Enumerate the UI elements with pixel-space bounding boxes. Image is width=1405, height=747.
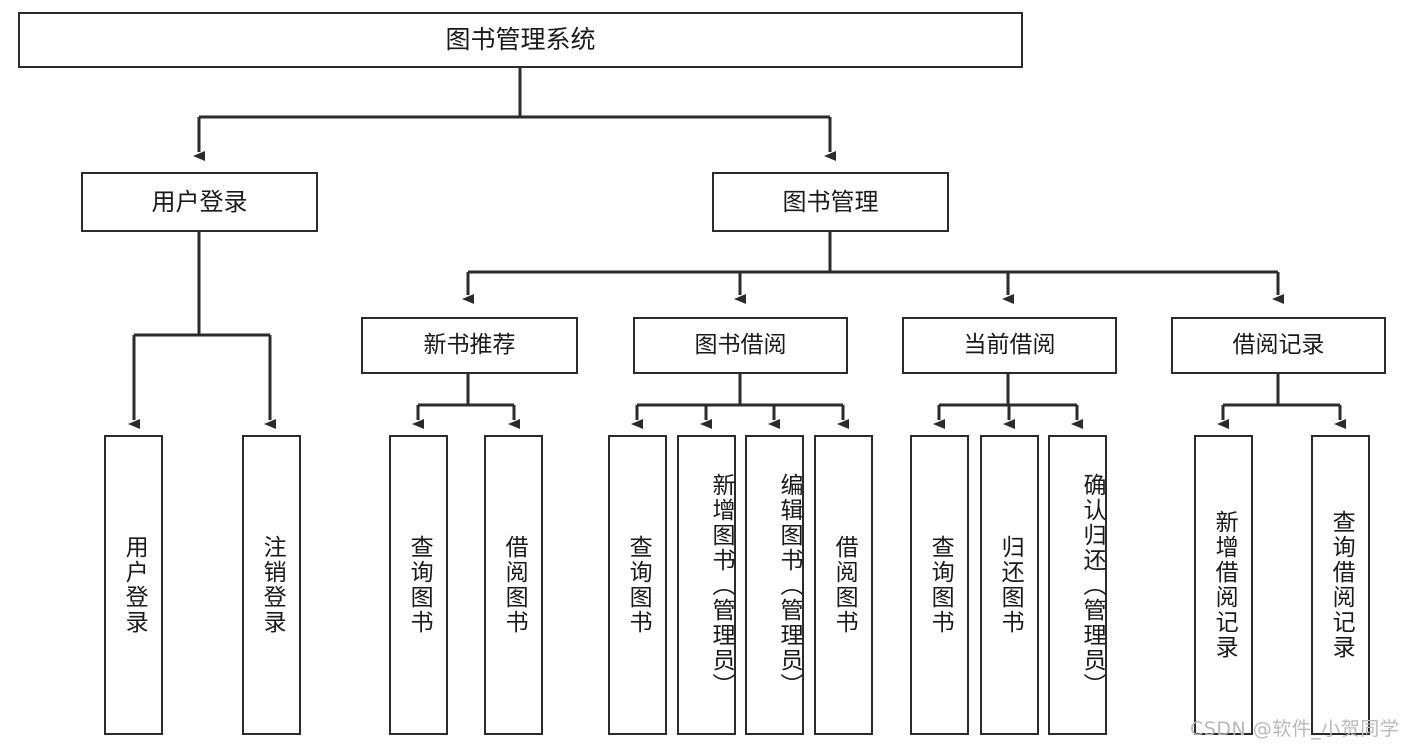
node-label: 借阅图书	[501, 535, 528, 635]
leaf-query-book-current[interactable]: 查询图书	[910, 435, 969, 735]
node-new-book-recommend[interactable]: 新书推荐	[361, 317, 578, 374]
leaf-borrow-book-recommend[interactable]: 借阅图书	[484, 435, 543, 735]
node-user-login[interactable]: 用户登录	[81, 172, 318, 232]
node-current-borrow[interactable]: 当前借阅	[902, 317, 1117, 374]
node-label: 查询图书	[625, 535, 652, 635]
node-book-borrow[interactable]: 图书借阅	[633, 317, 848, 374]
node-label: 图书管理系统	[445, 25, 596, 55]
node-label: 新增借阅记录	[1211, 510, 1238, 660]
node-label: 查询借阅记录	[1328, 510, 1355, 660]
leaf-confirm-return-admin[interactable]: 确认归还（管理员）	[1048, 435, 1107, 735]
leaf-query-borrow-record[interactable]: 查询借阅记录	[1311, 435, 1370, 735]
node-label: 图书借阅	[694, 331, 787, 358]
leaf-logout[interactable]: 注销登录	[242, 435, 301, 735]
leaf-return-book[interactable]: 归还图书	[980, 435, 1039, 735]
node-borrow-records[interactable]: 借阅记录	[1171, 317, 1386, 374]
node-root-library-management-system[interactable]: 图书管理系统	[18, 12, 1023, 68]
leaf-user-login[interactable]: 用户登录	[104, 435, 163, 735]
node-label: 注销登录	[259, 535, 286, 635]
node-label: 确认归还（管理员）	[1079, 472, 1105, 698]
node-label: 用户登录	[151, 187, 248, 216]
node-label: 当前借阅	[963, 331, 1056, 358]
node-label: 新书推荐	[423, 331, 516, 358]
leaf-edit-book-admin[interactable]: 编辑图书（管理员）	[745, 435, 804, 735]
node-label: 借阅图书	[831, 535, 858, 635]
node-label: 编辑图书（管理员）	[776, 472, 802, 698]
leaf-add-borrow-record[interactable]: 新增借阅记录	[1194, 435, 1253, 735]
node-label: 归还图书	[997, 535, 1024, 635]
leaf-query-book-recommend[interactable]: 查询图书	[389, 435, 448, 735]
leaf-add-book-admin[interactable]: 新增图书（管理员）	[677, 435, 736, 735]
leaf-query-book-borrow[interactable]: 查询图书	[608, 435, 667, 735]
node-book-management[interactable]: 图书管理	[712, 172, 949, 232]
node-label: 新增图书（管理员）	[708, 472, 734, 698]
node-label: 查询图书	[927, 535, 954, 635]
node-label: 查询图书	[406, 535, 433, 635]
node-label: 用户登录	[121, 535, 148, 635]
csdn-watermark: CSDN @软件_小贺同学	[1190, 718, 1400, 740]
leaf-borrow-book[interactable]: 借阅图书	[814, 435, 873, 735]
node-label: 借阅记录	[1232, 331, 1325, 358]
node-label: 图书管理	[782, 187, 879, 216]
